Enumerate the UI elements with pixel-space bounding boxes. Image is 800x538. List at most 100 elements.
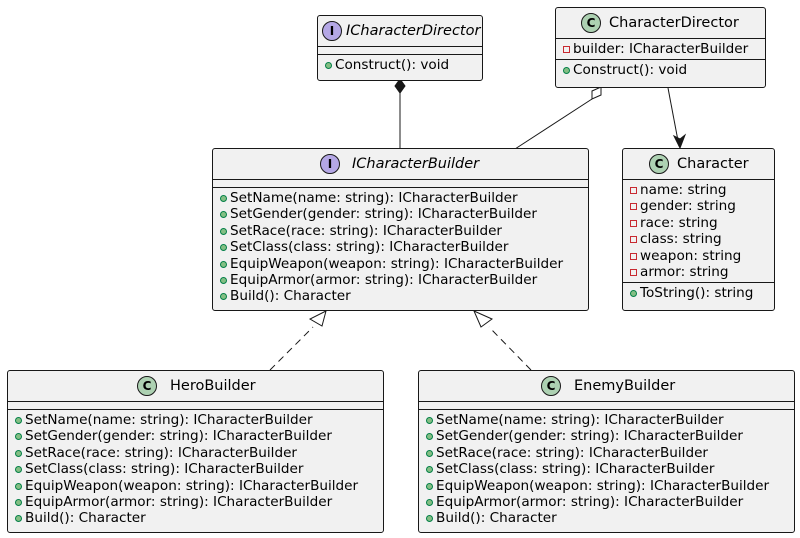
field-text: weapon: string	[640, 247, 742, 264]
field-text: armor: string	[640, 263, 729, 280]
public-visibility-icon	[220, 260, 227, 268]
method-text: SetName(name: string): ICharacterBuilder	[436, 412, 724, 428]
methods-section: Construct(): void	[318, 55, 482, 75]
class-name: EnemyBuilder	[574, 378, 676, 394]
field-row: race: string	[623, 215, 774, 231]
method-row: SetClass(class: string): ICharacterBuild…	[8, 461, 383, 477]
field-row: gender: string	[623, 198, 774, 214]
method-row: SetClass(class: string): ICharacterBuild…	[419, 461, 794, 477]
class-name: CharacterDirector	[609, 15, 739, 31]
public-visibility-icon	[426, 515, 433, 523]
methods-section: SetName(name: string): ICharacterBuilder…	[213, 188, 588, 307]
interface-header: I ICharacterDirector	[318, 16, 482, 47]
interface-header: I ICharacterBuilder	[213, 149, 588, 180]
public-visibility-icon	[220, 195, 227, 202]
public-visibility-icon	[15, 515, 22, 523]
private-visibility-icon	[630, 219, 637, 227]
class-badge-icon: C	[541, 376, 561, 396]
method-row: Construct(): void	[556, 62, 765, 78]
class-badge-icon: C	[137, 376, 157, 396]
composition-diamond	[394, 78, 406, 94]
interface-badge-icon: I	[322, 21, 342, 41]
public-visibility-icon	[15, 498, 22, 506]
association-arrowhead	[672, 133, 687, 150]
public-visibility-icon	[15, 433, 22, 441]
fields-section	[318, 47, 482, 55]
method-text: SetClass(class: string): ICharacterBuild…	[230, 239, 509, 256]
method-text: SetName(name: string): ICharacterBuilder	[25, 412, 313, 428]
public-visibility-icon	[426, 417, 433, 424]
private-visibility-icon	[630, 203, 637, 211]
public-visibility-icon	[325, 62, 332, 69]
association-line	[667, 87, 680, 147]
aggregation-diamond	[591, 86, 602, 100]
class-name: HeroBuilder	[170, 378, 256, 394]
class-header: C EnemyBuilder	[419, 371, 794, 402]
public-visibility-icon	[630, 290, 637, 298]
method-text: SetName(name: string): ICharacterBuilder	[230, 190, 518, 206]
field-text: name: string	[640, 182, 727, 198]
interface-icharacterbuilder: I ICharacterBuilder SetName(name: string…	[212, 148, 589, 311]
method-text: EquipArmor(armor: string): ICharacterBui…	[436, 493, 744, 510]
public-visibility-icon	[220, 276, 227, 284]
method-text: Construct(): void	[335, 57, 450, 73]
method-row: SetGender(gender: string): ICharacterBui…	[419, 428, 794, 444]
method-text: SetGender(gender: string): ICharacterBui…	[230, 206, 537, 223]
method-text: SetRace(race: string): ICharacterBuilder	[230, 222, 503, 239]
method-text: Build(): Character	[230, 288, 351, 305]
method-row: Construct(): void	[318, 57, 482, 73]
method-text: SetRace(race: string): ICharacterBuilder	[436, 444, 709, 461]
class-herobuilder: C HeroBuilder SetName(name: string): ICh…	[7, 370, 384, 533]
method-text: SetGender(gender: string): ICharacterBui…	[25, 428, 332, 445]
fields-section	[213, 180, 588, 188]
class-badge-icon: C	[581, 13, 601, 33]
method-text: SetRace(race: string): ICharacterBuilder	[25, 444, 298, 461]
class-badge-icon: C	[649, 154, 669, 174]
interface-icharacterdirector: I ICharacterDirector Construct(): void	[317, 15, 483, 81]
class-enemybuilder: C EnemyBuilder SetName(name: string): IC…	[418, 370, 795, 533]
method-row: Build(): Character	[419, 510, 794, 526]
method-text: Build(): Character	[25, 510, 146, 527]
class-header: C HeroBuilder	[8, 371, 383, 402]
method-row: SetGender(gender: string): ICharacterBui…	[213, 206, 588, 222]
method-text: EquipWeapon(weapon: string): ICharacterB…	[25, 477, 359, 494]
public-visibility-icon	[426, 482, 433, 490]
class-name: Character	[677, 156, 749, 172]
fields-section	[419, 402, 794, 410]
methods-section: SetName(name: string): ICharacterBuilder…	[8, 410, 383, 529]
private-visibility-icon	[630, 187, 637, 194]
class-characterdirector: C CharacterDirector builder: ICharacterB…	[555, 7, 766, 88]
fields-section: builder: ICharacterBuilder	[556, 39, 765, 61]
field-row: name: string	[623, 182, 774, 198]
public-visibility-icon	[15, 466, 22, 474]
field-text: gender: string	[640, 198, 736, 215]
hero-realization-line	[269, 326, 314, 371]
method-row: SetRace(race: string): ICharacterBuilder	[213, 223, 588, 239]
methods-section: SetName(name: string): ICharacterBuilder…	[419, 410, 794, 529]
class-character: C Character name: string gender: string …	[622, 148, 775, 311]
public-visibility-icon	[563, 67, 570, 75]
public-visibility-icon	[220, 227, 227, 235]
method-row: EquipWeapon(weapon: string): ICharacterB…	[213, 256, 588, 272]
method-text: Build(): Character	[436, 510, 557, 527]
public-visibility-icon	[220, 293, 227, 301]
method-row: EquipWeapon(weapon: string): ICharacterB…	[8, 478, 383, 494]
private-visibility-icon	[563, 46, 570, 53]
class-header: C CharacterDirector	[556, 8, 765, 39]
method-text: SetClass(class: string): ICharacterBuild…	[25, 461, 304, 478]
hero-realization-head	[308, 310, 327, 327]
field-text: race: string	[640, 214, 718, 231]
method-row: SetRace(race: string): ICharacterBuilder	[419, 445, 794, 461]
field-row: builder: ICharacterBuilder	[556, 41, 765, 57]
private-visibility-icon	[630, 252, 637, 260]
method-row: SetClass(class: string): ICharacterBuild…	[213, 239, 588, 255]
method-row: SetName(name: string): ICharacterBuilder	[8, 412, 383, 428]
method-text: ToString(): string	[640, 285, 754, 302]
public-visibility-icon	[220, 244, 227, 252]
enemy-realization-line	[488, 326, 532, 371]
field-text: builder: ICharacterBuilder	[573, 41, 749, 57]
field-row: class: string	[623, 231, 774, 247]
interface-name: ICharacterBuilder	[352, 156, 480, 172]
fields-section	[8, 402, 383, 410]
